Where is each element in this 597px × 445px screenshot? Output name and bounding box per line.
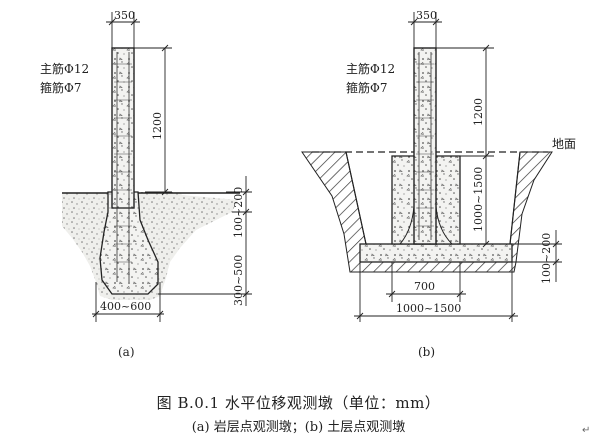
- figure-caption-title: 图 B.0.1 水平位移观测墩（单位：mm）: [156, 394, 441, 412]
- dim-embed-depth-a-text: 100~200: [232, 187, 245, 238]
- rebar-main-label-a: 主筋Φ12: [40, 61, 89, 76]
- dim-slab-thickness-b: [512, 230, 562, 282]
- dim-column-height-a-text: 1200: [151, 112, 164, 140]
- panel-a: 350 1200 100~200 300~500 400~600: [40, 9, 252, 359]
- rebar-stirrup-label-b: 箍筋Φ7: [346, 80, 387, 95]
- pit-edge: [345, 151, 521, 245]
- return-mark: ↵: [582, 425, 591, 436]
- rebar-stirrup-label-a: 箍筋Φ7: [40, 80, 81, 95]
- column: [111, 47, 135, 209]
- dim-base-width-a: [92, 282, 164, 322]
- pier-flare: [399, 205, 453, 245]
- dim-slab-width-b: [354, 262, 518, 322]
- dim-pier-depth-b-text: 1000~1500: [472, 167, 485, 232]
- dim-column-width-a-text: 350: [114, 9, 135, 22]
- bottom-slab: [359, 243, 513, 263]
- dim-column-width-a: [106, 12, 140, 48]
- panel-b: 350 1200 1000~1500 100~200 700: [301, 9, 576, 359]
- ground-label: 地面: [552, 137, 576, 151]
- stirrups: [114, 63, 132, 263]
- figure-drawing: 350 1200 100~200 300~500 400~600: [40, 9, 576, 359]
- figure-caption-subtitle: (a) 岩层点观测墩；(b) 土层点观测墩: [191, 420, 406, 435]
- dim-base-depth-a-text: 300~500: [232, 255, 245, 306]
- dim-column-height-b-text: 1200: [472, 98, 485, 126]
- panel-b-label: (b): [418, 345, 435, 359]
- stirrups-b: [416, 63, 434, 227]
- dim-base-depth-a: [158, 250, 252, 306]
- dim-base-width-a-text: 400~600: [100, 300, 151, 313]
- dim-pier-width-b-text: 700: [414, 280, 435, 293]
- column-b: [413, 47, 437, 245]
- dim-pier-depth-b: [460, 156, 494, 248]
- dim-embed-depth-a: [226, 176, 252, 250]
- dim-column-width-b: [408, 12, 442, 48]
- dim-column-width-b-text: 350: [416, 9, 437, 22]
- dim-pier-width-b: [386, 262, 466, 302]
- dim-slab-thickness-b-text: 100~200: [540, 233, 553, 284]
- dim-slab-width-b-text: 1000~1500: [396, 302, 461, 315]
- rebar-main-label-b: 主筋Φ12: [346, 61, 395, 76]
- dim-column-height-b: [436, 44, 494, 160]
- dim-column-height-a: [134, 44, 172, 196]
- panel-a-label: (a): [118, 345, 135, 359]
